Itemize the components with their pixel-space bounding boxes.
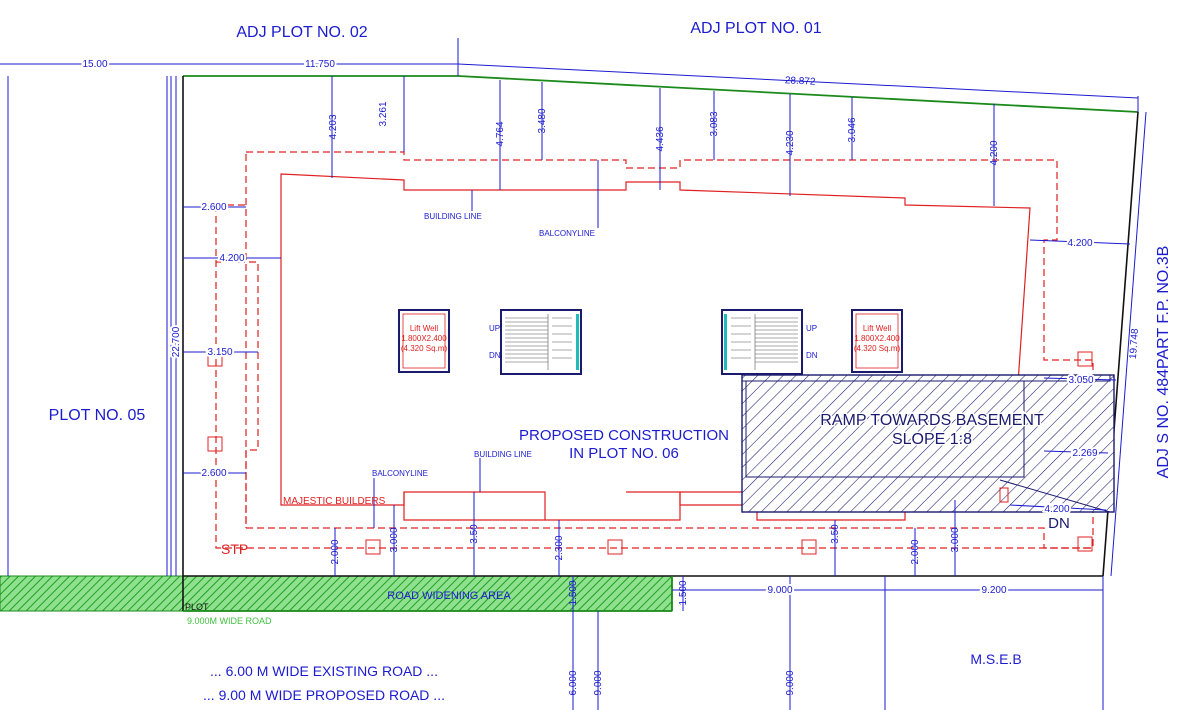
dim-right-4200-bot: 4.200 (1044, 504, 1069, 515)
dimension-lines (0, 38, 1147, 710)
dim-top-4230: 4.230 (785, 130, 796, 155)
stair-left-up: UP (489, 324, 500, 333)
label-plot-05: PLOT NO. 05 (49, 407, 146, 424)
dim-right-3050: 3.050 (1068, 375, 1093, 386)
dim-top-4200: 4.200 (989, 140, 1000, 165)
dim-top-4203: 4.203 (328, 114, 339, 139)
dim-top-4764: 4.764 (495, 121, 506, 146)
label-adj-plot-02: ADJ PLOT NO. 02 (236, 24, 367, 41)
setback-line (245, 151, 1094, 549)
dim-bot-2300: 2.300 (554, 535, 565, 560)
dim-right-2269: 2.269 (1072, 448, 1097, 459)
dim-right-4200-top: 4.200 (1067, 238, 1092, 249)
label-adj-right: ADJ S NO. 484PART F.P. NO.3B (1155, 246, 1172, 479)
dim-top-3480: 3.480 (537, 108, 548, 133)
dim-15: 15.00 (82, 59, 107, 70)
dim-28872: 28.872 (785, 75, 817, 88)
dim-top-4436: 4.436 (655, 126, 666, 151)
label-stp: STP (221, 541, 248, 557)
label-balcony-line-bottom: BALCONYLINE (372, 469, 428, 478)
vertical-dimension-labels: 4.203 3.261 4.764 3.480 4.436 3.083 4.23… (169, 101, 1141, 695)
dim-22700: 22.700 (171, 326, 182, 357)
stair-right-dn: DN (806, 351, 818, 360)
dim-bot-2000-a: 2.000 (330, 539, 341, 564)
lift-right-size: 1.800X2.400 (854, 334, 900, 343)
ramp-hatch (741, 374, 1115, 513)
label-proposed-2: IN PLOT NO. 06 (569, 445, 679, 462)
dim-bot-3000-b: 3.000 (950, 527, 961, 552)
dim-top-3083: 3.083 (709, 111, 720, 136)
staircase-left: UP DN (489, 309, 582, 375)
dim-bot-3000-a: 3.000 (389, 527, 400, 552)
dim-left-2600-bot: 2.600 (201, 468, 226, 479)
lift-left-title: Lift Well (410, 324, 439, 333)
column-markers (207, 351, 1093, 555)
dim-11750: 11.750 (305, 59, 335, 70)
dim-bot-9000-v1: 9.000 (593, 670, 604, 695)
staircase-right: UP DN (721, 309, 818, 375)
dim-top-3046: 3.046 (847, 117, 858, 142)
lift-well-left: Lift Well 1.800X2.400 (4.320 Sq.m) (398, 309, 450, 373)
label-proposed-1: PROPOSED CONSTRUCTION (519, 427, 729, 444)
label-ramp-1: RAMP TOWARDS BASEMENT (820, 412, 1044, 429)
stair-right-up: UP (806, 324, 817, 333)
label-road-widening: ROAD WIDENING AREA (387, 590, 511, 602)
dim-bot-9200-h: 9.200 (981, 585, 1006, 596)
dim-bot-350-b: 3.50 (830, 524, 841, 544)
dim-bot-6000-v: 6.000 (568, 670, 579, 695)
label-mseb: M.S.E.B (970, 651, 1021, 667)
lift-left-size: 1.800X2.400 (401, 334, 447, 343)
label-existing-road: ... 6.00 M WIDE EXISTING ROAD ... (210, 663, 438, 679)
dim-19748: 19.748 (1128, 328, 1141, 360)
lift-right-area: (4.320 Sq.m) (854, 344, 901, 353)
lift-well-right: Lift Well 1.800X2.400 (4.320 Sq.m) (851, 309, 903, 373)
label-ramp-2: SLOPE 1:8 (892, 431, 972, 448)
label-wide-road-green: 9.000M WIDE ROAD (187, 616, 272, 626)
dim-bot-9000-v2: 9.000 (785, 670, 796, 695)
dim-left-4200: 4.200 (219, 253, 244, 264)
dim-bot-350-a: 3.50 (469, 524, 480, 544)
dim-bot-1500-b: 1.500 (678, 580, 689, 605)
lift-right-title: Lift Well (863, 324, 892, 333)
label-building-line-top: BUILDING LINE (424, 212, 482, 221)
label-dn: DN (1048, 515, 1070, 532)
dim-bot-9000-h: 9.000 (767, 585, 792, 596)
label-majestic-builders: MAJESTIC BUILDERS (283, 496, 386, 507)
dim-bot-2000-b: 2.000 (910, 539, 921, 564)
label-building-line-bottom: BUILDING LINE (474, 450, 532, 459)
dim-left-2600-top: 2.600 (201, 202, 226, 213)
building-line-top-balcony (403, 491, 757, 521)
plot-05-boundary (7, 76, 172, 576)
dim-left-3150: 3.150 (207, 347, 232, 358)
label-plot-small: PLOT (185, 602, 209, 612)
dimension-labels: 15.00 11.750 28.872 2.600 4.200 3.150 2.… (80, 57, 1099, 598)
plot-boundary (182, 75, 1139, 612)
stair-left-dn: DN (489, 351, 501, 360)
dim-top-3261: 3.261 (378, 101, 389, 126)
dim-bot-1500-a: 1.500 (568, 580, 579, 605)
road-widening-hatch (0, 575, 673, 612)
label-adj-plot-01: ADJ PLOT NO. 01 (690, 20, 821, 37)
lift-left-area: (4.320 Sq.m) (401, 344, 448, 353)
label-proposed-road: ... 9.00 M WIDE PROPOSED ROAD ... (203, 687, 445, 703)
setback-inner-left (215, 204, 1093, 549)
label-balcony-line-top: BALCONYLINE (539, 229, 595, 238)
